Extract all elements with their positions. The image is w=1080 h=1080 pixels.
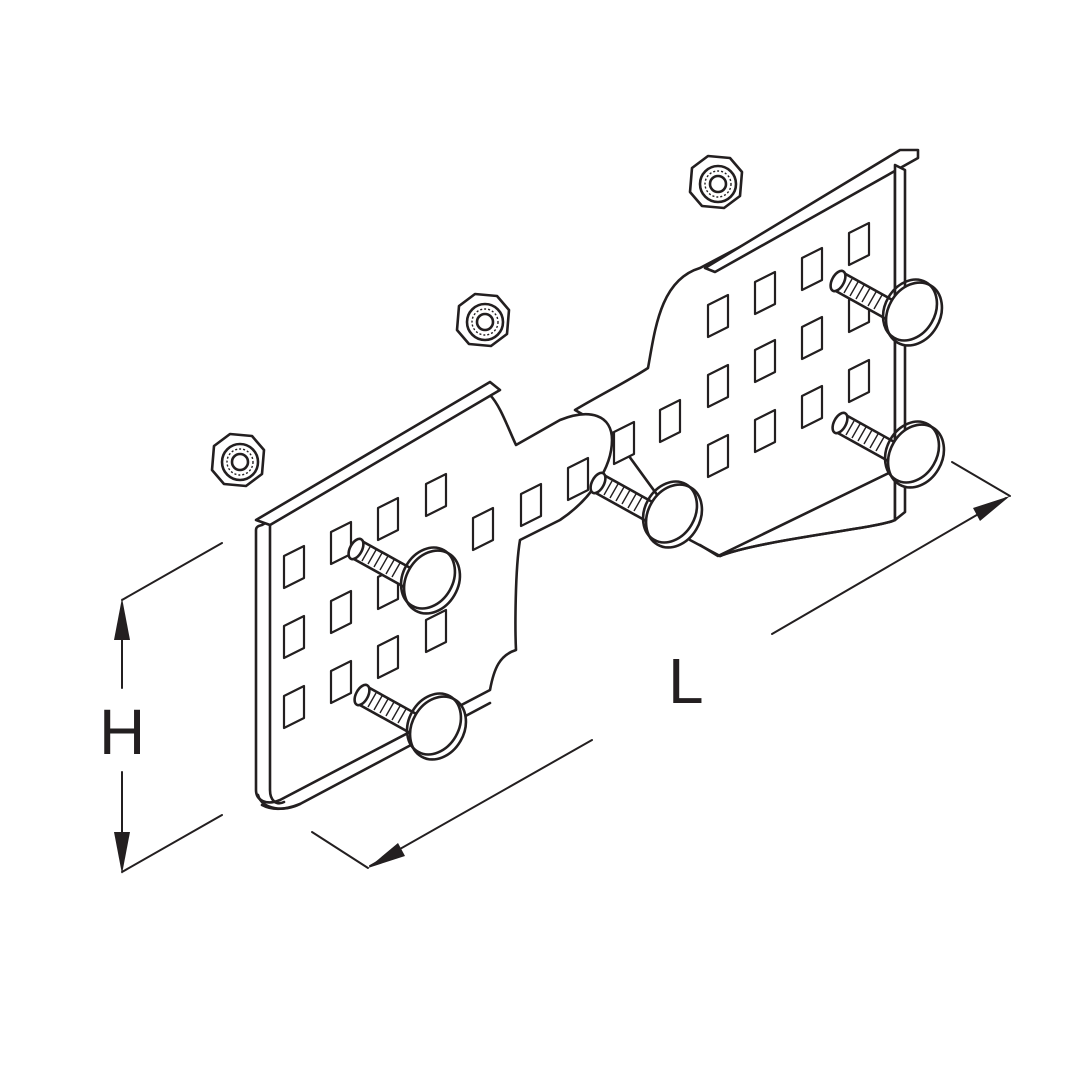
slot-hole [658,398,682,444]
height-label: H [99,696,145,768]
slot-hole [282,684,306,730]
bolt [589,471,704,549]
nut [688,154,744,210]
bolt [353,683,468,761]
slot-hole [612,420,636,466]
slot-hole [847,358,871,404]
slot-hole [753,270,777,316]
slot-hole [800,384,824,430]
slot-hole [282,544,306,590]
front-plate-holes [282,456,590,730]
slot-hole [282,614,306,660]
slot-hole [424,608,448,654]
slot-hole [376,634,400,680]
nut [210,432,266,488]
slot-hole [706,363,730,409]
length-label: L [668,645,704,717]
slot-hole [847,221,871,267]
slot-hole [566,456,590,502]
length-dimension: L [311,461,1011,869]
slot-hole [753,338,777,384]
height-dimension: H [99,542,223,874]
slot-hole [706,433,730,479]
slot-hole [519,482,543,528]
nut [455,292,511,348]
slot-hole [329,589,353,635]
slot-hole [329,659,353,705]
slot-hole [424,472,448,518]
bolt [347,537,462,615]
slot-hole [471,506,495,552]
back-plate-holes [612,221,871,479]
slot-hole [800,315,824,361]
slot-hole [800,246,824,292]
bolt [831,411,946,489]
slot-hole [753,408,777,454]
bolt [829,269,944,347]
slot-hole [706,293,730,339]
slot-hole [376,496,400,542]
